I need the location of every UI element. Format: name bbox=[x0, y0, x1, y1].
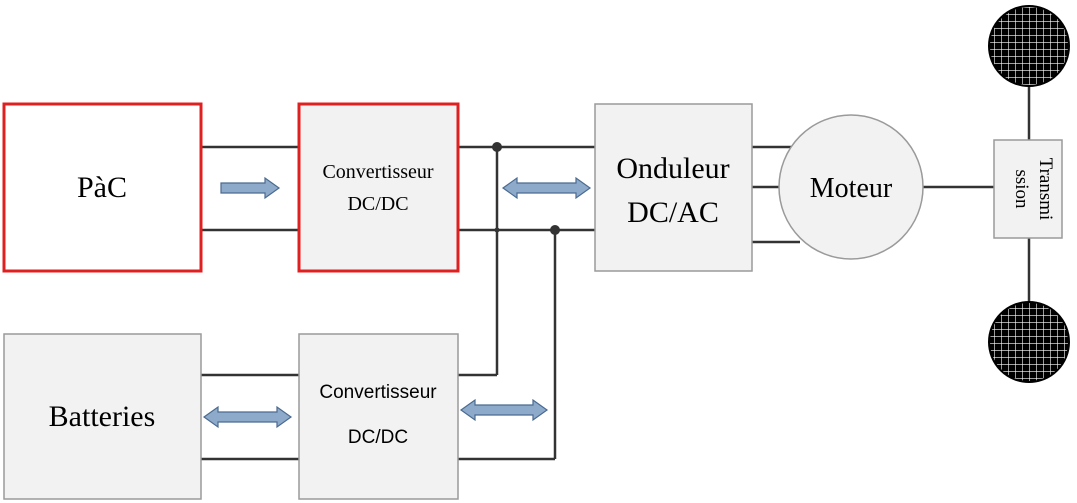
inverter-line1: Onduleur bbox=[616, 152, 729, 185]
motor-block: Moteur bbox=[778, 114, 924, 260]
junction-dot-lower bbox=[550, 225, 560, 235]
wheel-bottom bbox=[988, 301, 1070, 383]
converter-bottom-block: Convertisseur DC/DC bbox=[298, 333, 459, 500]
transmission-block: Transmi ssion bbox=[993, 139, 1063, 239]
converter-top-line2: DC/DC bbox=[347, 193, 408, 215]
junction-crossing bbox=[494, 227, 500, 233]
transmission-line2: ssion bbox=[1011, 169, 1032, 209]
flow-arrow-pac-to-converter bbox=[220, 176, 281, 200]
inverter-line2: DC/AC bbox=[627, 196, 719, 229]
motor-label: Moteur bbox=[810, 173, 893, 204]
bidirectional-arrow-dc-bus bbox=[501, 176, 592, 200]
pac-label: PàC bbox=[77, 171, 127, 204]
transmission-line1: Transmi bbox=[1035, 158, 1056, 221]
converter-bottom-line1: Convertisseur bbox=[319, 382, 437, 403]
converter-top-line1: Convertisseur bbox=[322, 161, 433, 183]
converter-top-block: Convertisseur DC/DC bbox=[297, 102, 460, 273]
connection-lines bbox=[201, 86, 1031, 461]
bidirectional-arrow-converter-bottom bbox=[459, 398, 549, 422]
pac-block: PàC bbox=[2, 102, 203, 273]
wheel-top bbox=[988, 5, 1070, 87]
inverter-block: Onduleur DC/AC bbox=[594, 103, 753, 272]
converter-bottom-line2: DC/DC bbox=[348, 427, 408, 448]
bidirectional-arrow-batteries bbox=[202, 405, 293, 429]
batteries-block: Batteries bbox=[3, 333, 202, 500]
junction-dot-upper bbox=[492, 142, 502, 152]
batteries-label: Batteries bbox=[49, 400, 156, 433]
